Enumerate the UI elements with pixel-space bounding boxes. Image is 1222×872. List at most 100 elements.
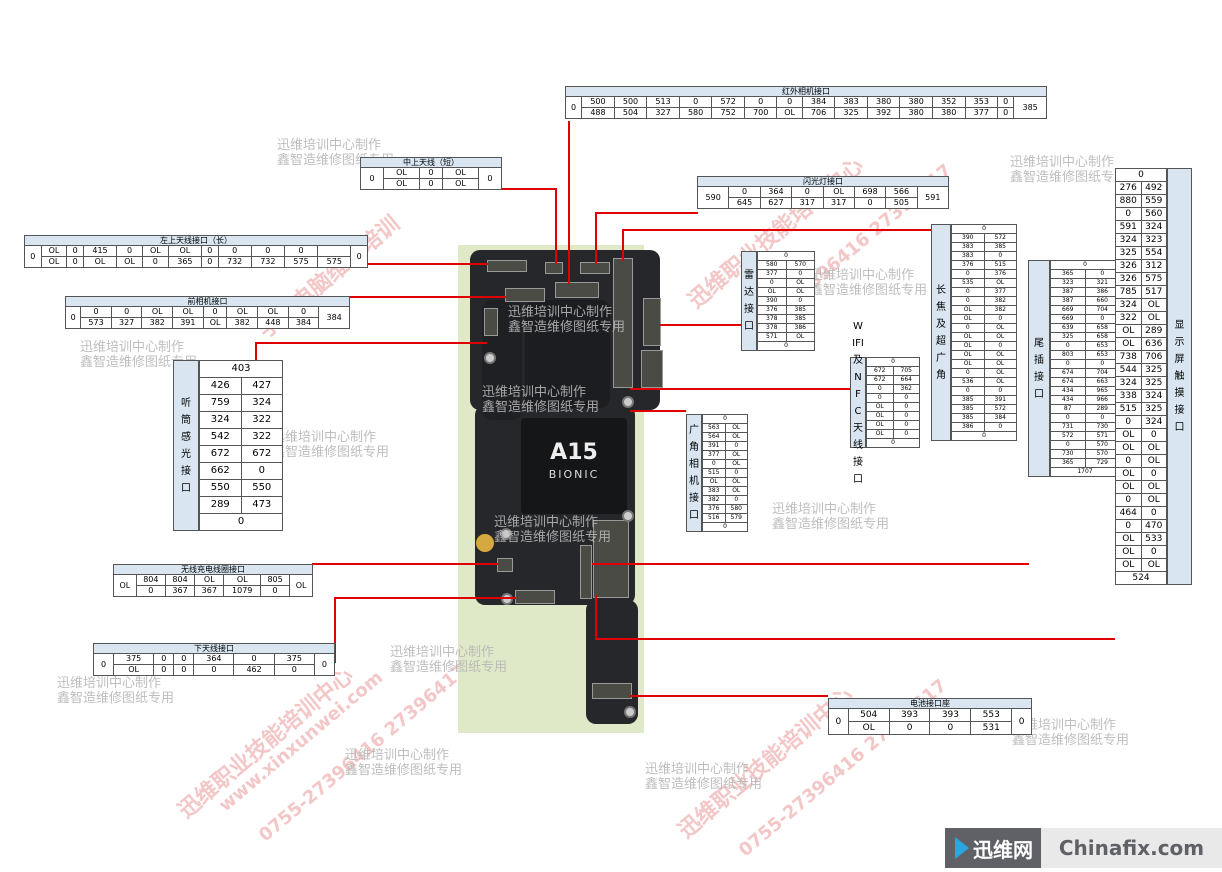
leader-mid-ant bbox=[555, 188, 557, 264]
bottom_ant-cell: 375 bbox=[113, 653, 155, 665]
ir-cell: 700 bbox=[743, 107, 778, 119]
wide-cell: 0 bbox=[951, 386, 985, 396]
wideangle-cell: 391 bbox=[702, 441, 726, 451]
display-cell: OL bbox=[1115, 428, 1142, 442]
ir-cell: 392 bbox=[866, 107, 901, 119]
display-cell: 276 bbox=[1115, 181, 1142, 195]
wide-cell: 0 bbox=[951, 323, 985, 333]
leader-ir bbox=[568, 121, 570, 284]
connector-bottom-ant bbox=[515, 590, 555, 604]
tail-cell: 803 bbox=[1050, 350, 1086, 360]
wireless-left-value: OL bbox=[113, 574, 137, 597]
left_ant-cell: OL bbox=[167, 245, 202, 257]
display-cell: 515 bbox=[1115, 402, 1142, 416]
battery-cell: 0 bbox=[888, 721, 931, 735]
display-cell: 325 bbox=[1140, 376, 1167, 390]
ir-cell: 500 bbox=[581, 96, 615, 108]
ir-cell: 383 bbox=[834, 96, 868, 108]
bottom_ant-cell: 0 bbox=[153, 653, 175, 665]
wide-cell: 0 bbox=[951, 368, 985, 378]
wide-cell: OL bbox=[983, 332, 1017, 342]
wide-cell: 535 bbox=[951, 278, 985, 288]
left_ant-cell: 0 bbox=[66, 245, 84, 257]
leader-earpiece bbox=[255, 342, 257, 360]
wideangle-cell: 0 bbox=[724, 495, 748, 505]
front-cell: 0 bbox=[287, 306, 320, 318]
flash-cell: 0 bbox=[791, 186, 824, 198]
watermark-text: 迅维培训中心制作鑫智造维修图纸专用 bbox=[1012, 718, 1130, 748]
mid_ant-cell: OL bbox=[441, 178, 479, 190]
wide-cell: OL bbox=[951, 341, 985, 351]
ir-cell: OL bbox=[776, 107, 803, 119]
tail-cell: 674 bbox=[1050, 368, 1086, 378]
tail-cell: 0 bbox=[1050, 413, 1086, 423]
left_ant-left-value: 0 bbox=[24, 245, 42, 268]
leader-wide bbox=[622, 229, 624, 261]
display-cell: 738 bbox=[1115, 350, 1142, 364]
leader-battery bbox=[630, 695, 828, 697]
wide-cell: 383 bbox=[951, 242, 985, 252]
connector-left-ant bbox=[487, 260, 527, 272]
display-cell: 324 bbox=[1115, 376, 1142, 390]
left_ant-cell: 0 bbox=[116, 245, 143, 257]
ir-cell: 0 bbox=[776, 96, 803, 108]
ir-cell: 0 bbox=[997, 96, 1015, 108]
mid_ant-cell: OL bbox=[383, 167, 420, 179]
radar-bottom-value: 0 bbox=[757, 341, 815, 351]
wide-cell: OL bbox=[951, 332, 985, 342]
display-cell: OL bbox=[1115, 441, 1142, 455]
watermark-text: 迅维培训中心制作鑫智造维修图纸专用 bbox=[482, 385, 600, 415]
tail-top-value: 0 bbox=[1050, 260, 1120, 270]
front-cell: 382 bbox=[141, 317, 174, 329]
leader-flash bbox=[595, 212, 698, 214]
watermark-text: 迅维培训中心制作鑫智造维修图纸专用 bbox=[57, 676, 175, 706]
earpiece-cell: 427 bbox=[240, 377, 283, 395]
display-cell: 0 bbox=[1115, 519, 1142, 533]
wideangle-cell: 382 bbox=[702, 495, 726, 505]
wide-title: 长焦及超广角 bbox=[931, 224, 951, 441]
front-cell: 0 bbox=[202, 306, 228, 318]
display-cell: 324 bbox=[1140, 389, 1167, 403]
wireless-cell: OL bbox=[194, 574, 225, 586]
display-cell: 0 bbox=[1115, 415, 1142, 429]
display-cell: 533 bbox=[1140, 532, 1167, 546]
battery-right-value: 0 bbox=[1011, 708, 1032, 735]
ir-cell: 353 bbox=[964, 96, 999, 108]
bottom_ant-cell: 375 bbox=[273, 653, 315, 665]
earpiece-cell: 662 bbox=[199, 462, 242, 480]
wide-cell: 382 bbox=[983, 296, 1017, 306]
wide-cell: 0 bbox=[983, 314, 1017, 324]
left_ant-right-value: 0 bbox=[350, 245, 368, 268]
flash-cell: 0 bbox=[728, 186, 761, 198]
watermark-text: 迅维培训中心制作鑫智造维修图纸专用 bbox=[772, 502, 890, 532]
display-cell: 470 bbox=[1140, 519, 1167, 533]
wide-cell: 0 bbox=[983, 341, 1017, 351]
connector-wideangle bbox=[641, 350, 663, 388]
display-cell: 289 bbox=[1140, 324, 1167, 338]
leader-bottom-ant bbox=[334, 597, 336, 663]
front-cell: 327 bbox=[110, 317, 143, 329]
display-bottom-value: 524 bbox=[1115, 571, 1167, 585]
wide-cell: OL bbox=[951, 305, 985, 315]
watermark-red: 迅维职业技能培训中心 bbox=[173, 663, 359, 824]
radar-cell: 0 bbox=[757, 278, 787, 288]
earpiece-cell: 759 bbox=[199, 394, 242, 412]
bottom_ant-cell: 0 bbox=[193, 664, 235, 676]
wide-cell: OL bbox=[951, 350, 985, 360]
radar-cell: 570 bbox=[785, 260, 815, 270]
display-cell: OL bbox=[1115, 480, 1142, 494]
display-cell: 0 bbox=[1140, 428, 1167, 442]
bottom_ant-cell: 0 bbox=[153, 664, 175, 676]
tail-cell: 669 bbox=[1050, 305, 1086, 315]
earpiece-top-value: 403 bbox=[199, 360, 283, 378]
radar-cell: 377 bbox=[757, 269, 787, 279]
bottom_ant-left-value: 0 bbox=[92, 653, 115, 676]
battery-cell: 393 bbox=[888, 708, 931, 722]
wide-cell: 382 bbox=[983, 305, 1017, 315]
logo-en-text: Chinafix.com bbox=[1041, 828, 1222, 868]
